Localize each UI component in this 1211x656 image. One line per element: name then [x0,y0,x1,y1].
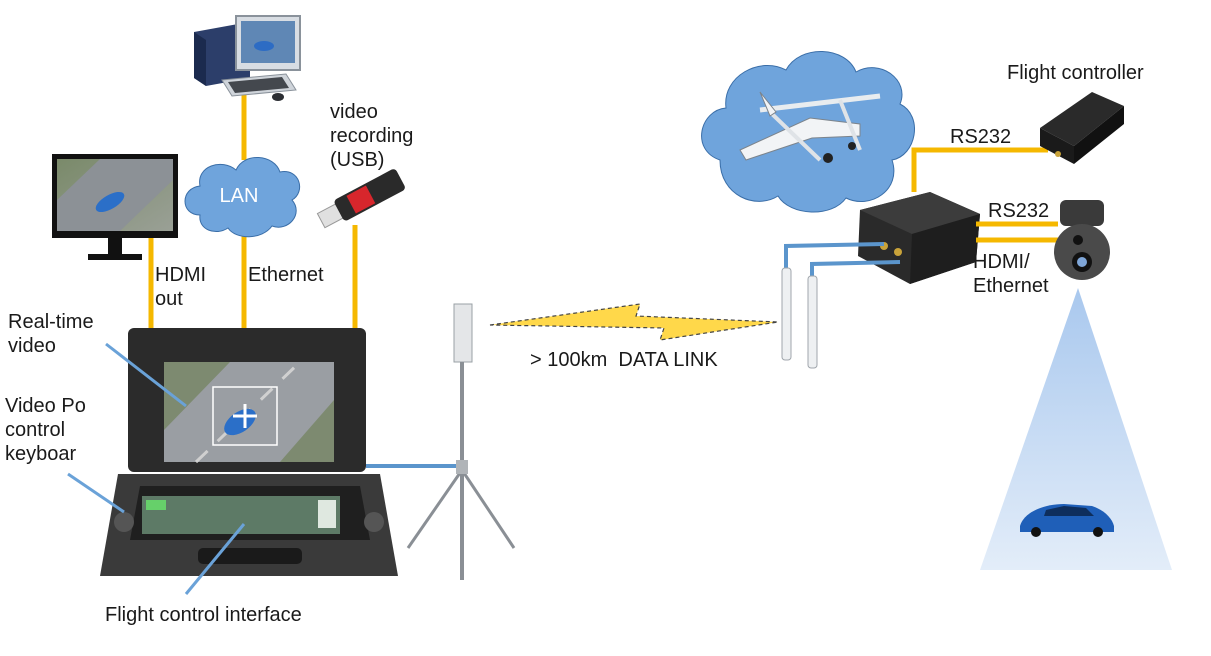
desktop-computer-icon [194,15,301,101]
rs232-bottom-label: RS232 [988,200,1050,222]
data-link-label: > 100km DATA LINK [530,349,718,371]
real-time-video-label: Real-time video [8,311,94,357]
monitor-icon [52,154,178,260]
yellow-cables-left [148,90,358,330]
ethernet-label: Ethernet [248,264,324,286]
rs232-top-label: RS232 [950,126,1012,148]
yellow-cables-right [911,147,1058,243]
flight-control-interface-label: Flight control interface [105,604,302,626]
usb-drive-icon [316,169,405,229]
lan-label: LAN [220,185,259,207]
keyboard-pointer [67,472,125,514]
real-time-video-pointer [105,342,187,408]
rugged-laptop-ground-station-icon [100,328,398,576]
flight-controller-label: Flight controller [1007,62,1144,84]
hdmi-out-label-text: HDMI out [155,264,207,310]
video-recording-label: video recording (USB) [330,101,414,171]
flight-controller-icon [1040,92,1124,164]
data-link-lightning [489,303,779,341]
tripod-antenna-icon [406,303,516,580]
airborne-datalink-module-icon [858,192,980,284]
pointer-lines [67,342,246,595]
lan-cloud-icon [184,157,301,238]
flight-control-interface-pointer [184,523,246,595]
car-icon [1020,504,1114,537]
video-control-keyboard-label: Video Po control keyboar [5,395,86,465]
hdmi-ethernet-label: HDMI/ Ethernet [973,251,1049,297]
vtol-drone-icon [739,91,881,163]
rs232-to-flight-controller-cable [911,147,1048,192]
gimbal-camera-icon [1054,200,1110,280]
camera-field-of-view [980,288,1172,570]
rf-antennas [781,242,901,369]
